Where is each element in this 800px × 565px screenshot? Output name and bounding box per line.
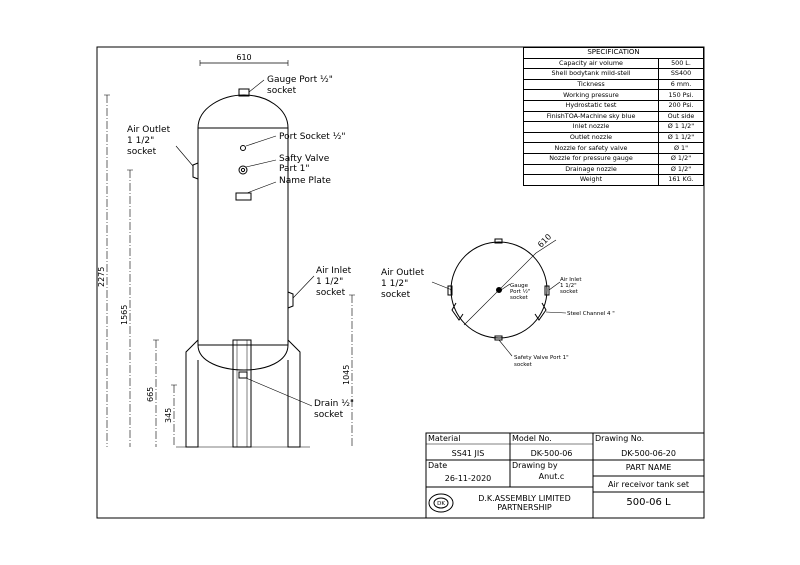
spec-value: 200 Psi. — [658, 99, 704, 112]
label-drain: Drain ½" — [314, 399, 354, 409]
plan-dim-610: 610 — [536, 232, 553, 249]
dim-overall: 2275 — [97, 267, 106, 287]
plan-label-air-outlet-size: 1 1/2" — [381, 279, 408, 289]
company-logo: DK — [437, 501, 445, 507]
part-name-label: PART NAME — [625, 463, 672, 472]
elevation-labels: 610 Gauge Port ½" socket Air Outlet 1 1/… — [97, 53, 354, 423]
label-air-inlet-socket: socket — [316, 288, 346, 298]
label-name-plate: Name Plate — [279, 176, 331, 186]
title-block-frame — [425, 432, 705, 519]
plan-label-air-inlet-size: 1 1/2" — [560, 283, 577, 289]
spec-value: Ø 1 1/2" — [658, 131, 704, 144]
spec-label: Hydrostatic test — [523, 99, 659, 112]
company-name-line1: D.K.ASSEMBLY LIMITED — [478, 494, 571, 503]
spec-value: 500 L. — [658, 57, 704, 70]
label-air-outlet: Air Outlet — [127, 125, 171, 135]
material-value: SS41 JIS — [451, 449, 485, 458]
part-name-value: Air receivor tank set — [607, 480, 690, 489]
spec-label: Drainage nozzle — [523, 163, 659, 176]
spec-value: Out side — [658, 110, 704, 123]
drawing-by-label: Drawing by — [512, 461, 558, 470]
spec-label: Inlet nozzle — [523, 121, 659, 133]
model-value: DK-500-06 — [530, 449, 573, 458]
label-safety-valve-part: Part 1" — [279, 164, 310, 174]
drawing-no-value: DK-500-06-20 — [621, 449, 676, 458]
plan-label-air-outlet-socket: socket — [381, 290, 411, 300]
label-port-socket: Port Socket ½" — [279, 132, 346, 142]
label-gauge-port: Gauge Port ½" — [267, 75, 333, 85]
plan-view — [431, 238, 567, 357]
plan-labels: 610 Air Outlet 1 1/2" socket Air Inlet 1… — [381, 232, 615, 368]
spec-label: Nozzle for pressure gauge — [523, 152, 659, 165]
plan-label-air-inlet: Air Inlet — [560, 277, 582, 283]
plan-label-gauge-socket: socket — [510, 295, 529, 301]
spec-label: Tickness — [523, 78, 659, 91]
plan-label-steel-channel: Steel Channel 4 " — [567, 311, 615, 317]
label-safety-valve: Safty Valve — [279, 154, 330, 164]
drawing-no-label: Drawing No. — [595, 434, 645, 443]
spec-value: 6 mm. — [658, 78, 704, 91]
label-air-outlet-size: 1 1/2" — [127, 136, 154, 146]
plan-label-gauge-port: Port ½" — [510, 288, 531, 295]
spec-value: SS400 — [658, 68, 704, 80]
label-air-outlet-socket: socket — [127, 147, 157, 157]
dim-inlet: 1565 — [120, 305, 129, 325]
spec-label: Working pressure — [523, 89, 659, 101]
spec-value: 150 Psi. — [658, 89, 704, 101]
plan-label-air-inlet-socket: socket — [560, 289, 579, 295]
spec-value: 161 KG. — [658, 174, 704, 186]
dim-body-bottom: 665 — [146, 387, 155, 402]
label-air-inlet: Air Inlet — [316, 266, 352, 276]
material-label: Material — [428, 434, 461, 443]
sheet-border — [96, 46, 705, 519]
drawing-by-value: Anut.c — [538, 472, 565, 481]
label-gauge-port-socket: socket — [267, 86, 297, 96]
spec-label: Outlet nozzle — [523, 131, 659, 144]
spec-value: Ø 1/2" — [658, 152, 704, 165]
plan-label-gauge: Gauge — [510, 283, 529, 289]
spec-value: Ø 1/2" — [658, 163, 704, 176]
label-air-inlet-size: 1 1/2" — [316, 277, 343, 287]
date-value: 26-11-2020 — [444, 474, 492, 483]
spec-label: Nozzle for safety valve — [523, 142, 659, 154]
date-label: Date — [428, 461, 448, 470]
dim-width-610: 610 — [236, 53, 251, 62]
part-code: 500-06 L — [626, 497, 671, 508]
dim-right: 1045 — [342, 365, 351, 385]
spec-label: Capacity air volume — [523, 57, 659, 70]
spec-label: Shell bodytank mild-stell — [523, 68, 659, 80]
plan-label-air-outlet: Air Outlet — [381, 268, 425, 278]
spec-label: FinishTOA-Machine sky blue — [523, 110, 659, 123]
plan-label-safety-valve: Safety Valve Port 1" — [514, 355, 569, 361]
dim-leg: 345 — [164, 408, 173, 423]
label-drain-socket: socket — [314, 410, 344, 420]
spec-value: Ø 1" — [658, 142, 704, 154]
spec-label: Weight — [523, 174, 659, 186]
model-label: Model No. — [512, 434, 552, 443]
plan-label-safety-valve-socket: socket — [514, 362, 533, 368]
spec-value: Ø 1 1/2" — [658, 121, 704, 133]
company-name-line2: PARTNERSHIP — [497, 503, 552, 512]
elevation-view — [104, 60, 355, 448]
specification-title: SPECIFICATION — [523, 47, 704, 59]
